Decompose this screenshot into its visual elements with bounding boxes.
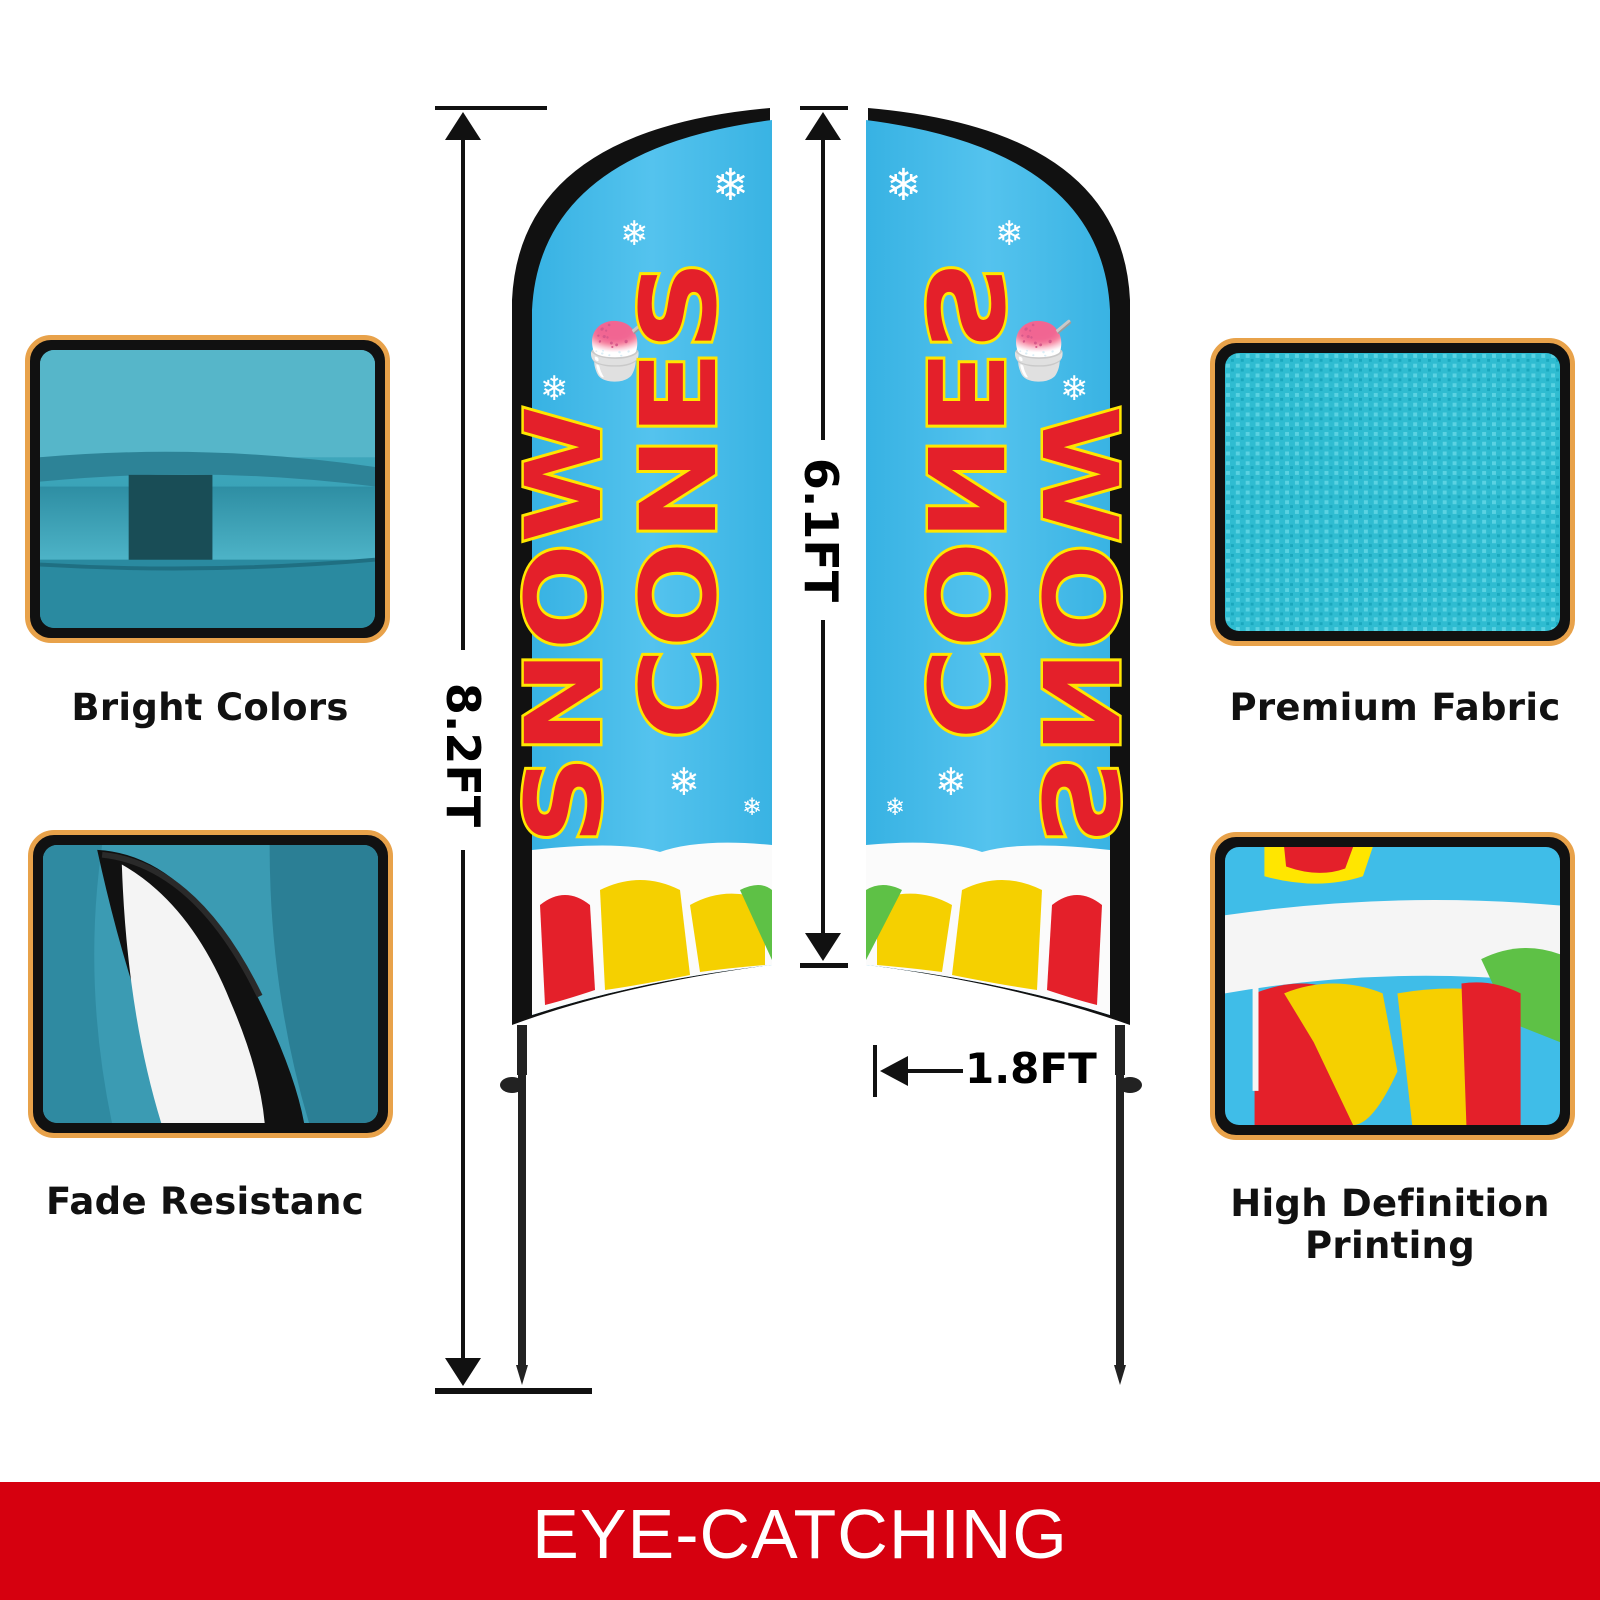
high-definition-swatch bbox=[1210, 832, 1575, 1140]
left-flag: 🍧 ❄ ❄ ❄ ❄ ❄ ❄ SNOW CONES bbox=[501, 108, 772, 1025]
fabric-fold-image bbox=[40, 350, 375, 628]
right-flag-cone-icon: 🍧 bbox=[1004, 319, 1074, 383]
snowflake-icon: ❄ bbox=[540, 370, 569, 408]
snowflake-icon: ❄ bbox=[885, 794, 905, 821]
right-flag-snow-text: SNOW bbox=[1018, 405, 1140, 845]
snowflake-icon: ❄ bbox=[1060, 370, 1089, 408]
left-pole bbox=[500, 1025, 528, 1385]
right-pole bbox=[1114, 1025, 1142, 1385]
flag-height-label: 6.1FT bbox=[794, 457, 848, 603]
snowflake-icon: ❄ bbox=[668, 762, 700, 804]
total-height-dimension bbox=[435, 106, 592, 1394]
right-flag: 🍧 ❄ ❄ ❄ ❄ ❄ ❄ SNOW CONES bbox=[866, 108, 1143, 1025]
snowflake-icon: ❄ bbox=[620, 215, 649, 253]
fade-resistance-swatch bbox=[28, 830, 393, 1138]
flag-width-dimension bbox=[873, 1045, 963, 1097]
premium-fabric-swatch bbox=[1210, 338, 1575, 646]
snowflake-icon: ❄ bbox=[995, 215, 1024, 253]
snowflake-icon: ❄ bbox=[712, 161, 749, 210]
snowflake-icon: ❄ bbox=[742, 794, 762, 821]
bright-colors-swatch bbox=[25, 335, 390, 643]
feather-flags-illustration: 🍧 ❄ ❄ ❄ ❄ ❄ ❄ SNOW CONES 🍧 ❄ ❄ ❄ ❄ ❄ ❄ S… bbox=[435, 106, 1143, 1394]
bottom-banner: EYE-CATCHING bbox=[0, 1482, 1600, 1600]
left-flag-cones-text: CONES bbox=[618, 260, 740, 740]
flag-width-label: 1.8FT bbox=[965, 1044, 1097, 1093]
flag-height-dimension bbox=[800, 106, 848, 968]
snowflake-icon: ❄ bbox=[532, 714, 552, 741]
left-flag-cone-icon: 🍧 bbox=[580, 319, 650, 383]
premium-fabric-caption: Premium Fabric bbox=[1229, 686, 1561, 729]
snowflake-icon: ❄ bbox=[1090, 714, 1110, 741]
high-definition-caption-line2: Printing bbox=[1305, 1224, 1475, 1267]
left-flag-snow-text: SNOW bbox=[503, 405, 625, 845]
snowflake-icon: ❄ bbox=[885, 161, 922, 210]
right-flag-cones-text: CONES bbox=[903, 260, 1025, 740]
high-definition-caption-line1: High Definition bbox=[1230, 1182, 1550, 1225]
bright-colors-caption: Bright Colors bbox=[71, 686, 349, 729]
fabric-weave-image bbox=[1225, 353, 1560, 631]
print-closeup-image bbox=[1225, 847, 1560, 1125]
banner-title: EYE-CATCHING bbox=[532, 1495, 1068, 1573]
fabric-edge-image bbox=[43, 845, 378, 1123]
total-height-label: 8.2FT bbox=[436, 682, 490, 828]
fade-resistance-caption: Fade Resistanc bbox=[46, 1180, 364, 1223]
snowflake-icon: ❄ bbox=[935, 762, 967, 804]
